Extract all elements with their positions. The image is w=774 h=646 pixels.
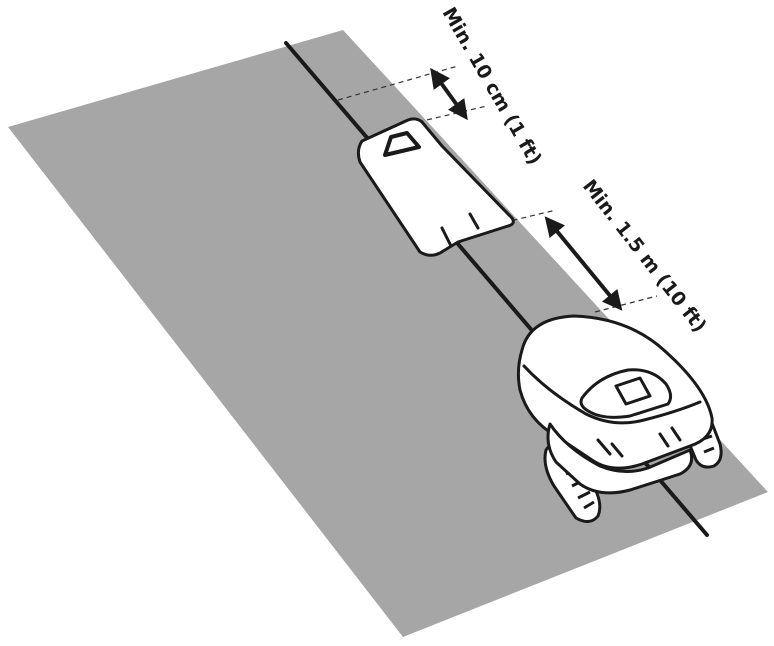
charging-station-icon — [356, 117, 515, 257]
dash-line-lower-bottom — [594, 295, 658, 313]
label-min-gap-wire: Min. 10 cm (1 ft) — [438, 4, 546, 169]
lawn-area — [8, 30, 768, 637]
double-headed-arrow-icon — [430, 67, 468, 121]
double-headed-arrow-icon — [544, 216, 623, 311]
robotic-mower-icon — [516, 314, 723, 523]
